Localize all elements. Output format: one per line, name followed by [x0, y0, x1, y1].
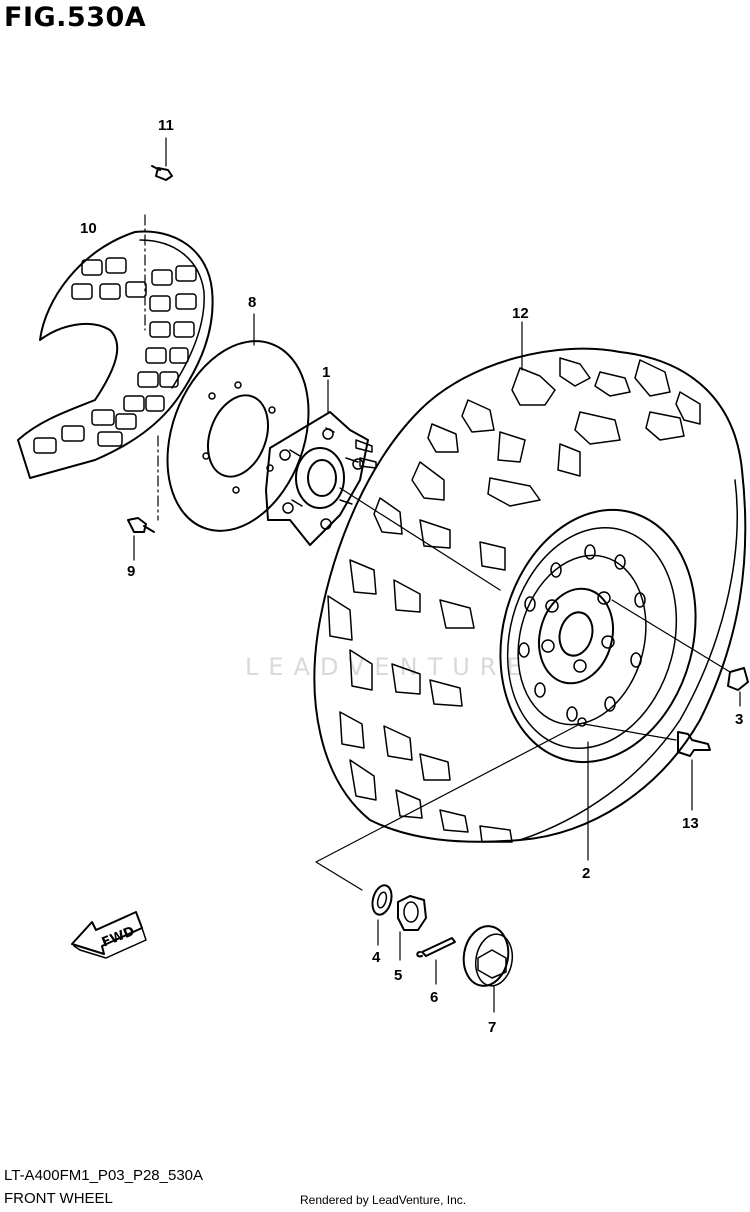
diagram-code: LT-A400FM1_P03_P28_530A [4, 1167, 204, 1184]
callout-10: 10 [80, 220, 97, 237]
callout-13: 13 [682, 815, 699, 832]
part-11-bolt[interactable] [151, 137, 173, 181]
part-8-brake-disc[interactable] [142, 313, 333, 551]
render-credit: Rendered by LeadVenture, Inc. [300, 1193, 467, 1207]
part-13-valve-stem[interactable] [583, 723, 711, 811]
fwd-direction-arrow: FWD [71, 911, 147, 959]
callout-4: 4 [372, 949, 381, 966]
axle-leader-lines [315, 723, 581, 891]
callout-6: 6 [430, 989, 438, 1006]
callout-12: 12 [512, 305, 529, 322]
callout-3: 3 [735, 711, 743, 728]
callout-5: 5 [394, 967, 402, 984]
part-9-bolt[interactable] [127, 435, 159, 561]
part-1-wheel-hub[interactable] [265, 379, 501, 591]
part-7-hub-cap[interactable] [459, 923, 516, 1013]
part-2-wheel-rim[interactable] [473, 488, 723, 861]
watermark: LEADVENTURE [245, 653, 532, 681]
part-4-washer[interactable] [369, 883, 394, 946]
callout-9: 9 [127, 563, 135, 580]
part-6-cotter-pin[interactable] [416, 937, 456, 985]
part-12-tire[interactable] [313, 321, 747, 843]
callout-7: 7 [488, 1019, 496, 1036]
callout-11: 11 [158, 117, 174, 134]
figure-title: FIG.530A [4, 2, 147, 33]
callout-1: 1 [322, 364, 330, 381]
part-5-castle-nut[interactable] [397, 895, 427, 961]
diagram-name: FRONT WHEEL [4, 1190, 113, 1207]
callout-8: 8 [248, 294, 256, 311]
part-3-wheel-nut[interactable] [611, 599, 749, 707]
part-10-disc-guard[interactable] [17, 214, 214, 479]
callout-2: 2 [582, 865, 590, 882]
